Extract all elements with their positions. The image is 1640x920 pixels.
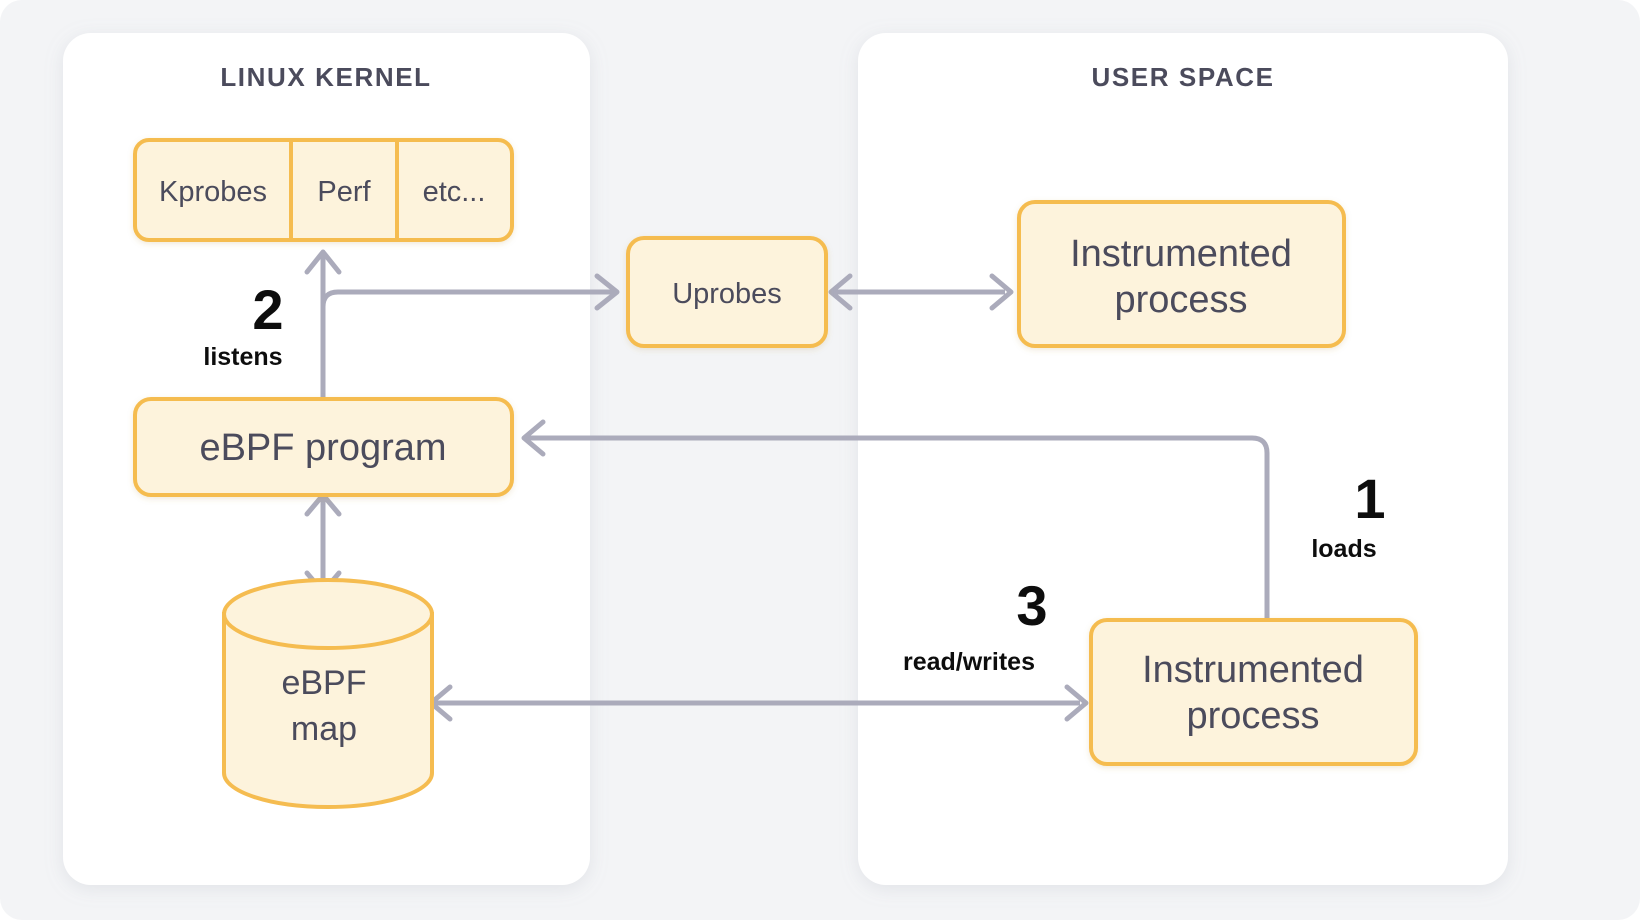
step-1-number: 1 bbox=[1354, 467, 1385, 530]
node-ebpf-map-label-line2: map bbox=[291, 710, 357, 748]
step-label-3: 3 read/writes bbox=[903, 574, 1048, 676]
node-ebpf-program[interactable]: eBPF program bbox=[133, 397, 514, 497]
node-instrumented-process-top[interactable]: Instrumented process bbox=[1017, 200, 1346, 348]
edge-listens-to-uprobes bbox=[320, 273, 620, 400]
edge-uprobes-instrumented-top bbox=[828, 273, 1014, 311]
edge-loads bbox=[521, 419, 1270, 622]
step-label-2: 2 listens bbox=[203, 278, 283, 371]
node-ebpf-program-box[interactable] bbox=[133, 397, 514, 497]
panel-userspace-label: USER SPACE bbox=[1091, 62, 1274, 92]
node-etc-label: etc... bbox=[423, 176, 486, 208]
node-instrumented-top-box[interactable] bbox=[1017, 200, 1346, 348]
step-1-word: loads bbox=[1311, 535, 1376, 563]
node-probes-container[interactable] bbox=[133, 138, 514, 242]
node-ebpf-map-top bbox=[222, 578, 434, 650]
panel-kernel-label: LINUX KERNEL bbox=[220, 62, 431, 92]
node-ebpf-map-body[interactable] bbox=[222, 612, 434, 809]
node-instrumented-process-bottom[interactable]: Instrumented process bbox=[1089, 618, 1418, 766]
step-2-word: listens bbox=[203, 343, 282, 371]
node-uprobes[interactable]: Uprobes bbox=[626, 236, 828, 348]
node-instrumented-bottom-line1: Instrumented bbox=[1142, 649, 1364, 691]
step-3-number: 3 bbox=[1016, 574, 1047, 637]
node-instrumented-bottom-line2: process bbox=[1186, 695, 1319, 737]
step-2-number: 2 bbox=[252, 278, 283, 341]
node-uprobes-box[interactable] bbox=[626, 236, 828, 348]
node-ebpf-program-label: eBPF program bbox=[199, 427, 446, 469]
node-ebpf-map-label-line1: eBPF bbox=[281, 664, 366, 702]
node-instrumented-bottom-box[interactable] bbox=[1089, 618, 1418, 766]
node-perf-label: Perf bbox=[317, 176, 371, 208]
node-instrumented-top-line1: Instrumented bbox=[1070, 233, 1292, 275]
node-uprobes-label: Uprobes bbox=[672, 278, 782, 310]
node-ebpf-map[interactable]: eBPF map bbox=[222, 578, 434, 809]
node-probes-group[interactable]: Kprobes Perf etc... bbox=[133, 138, 514, 242]
node-instrumented-top-line2: process bbox=[1114, 279, 1247, 321]
step-label-1: 1 loads bbox=[1311, 467, 1385, 563]
node-kprobes-label: Kprobes bbox=[159, 176, 267, 208]
step-3-word: read/writes bbox=[903, 648, 1035, 676]
